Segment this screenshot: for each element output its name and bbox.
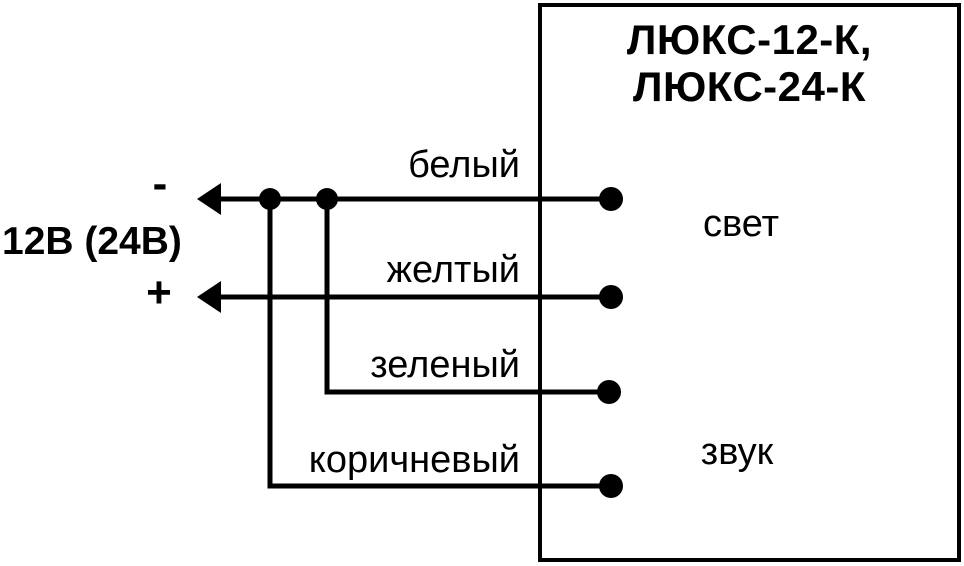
device-title-line1: ЛЮКС-12-К, <box>626 16 873 63</box>
wire-label-brown: коричневый <box>308 439 520 481</box>
terminal-dot-green <box>597 380 621 404</box>
device-title-line2: ЛЮКС-24-К <box>632 63 867 110</box>
junction-dot-brown-white <box>259 188 281 210</box>
plus-arrow-icon <box>197 281 221 313</box>
output-label-sound: звук <box>700 431 774 473</box>
terminal-dot-white <box>599 187 623 211</box>
device-box-outline <box>538 3 961 562</box>
device-title: ЛЮКС-12-К, ЛЮКС-24-К <box>540 16 959 110</box>
minus-arrow-icon <box>197 183 221 215</box>
wire-label-green: зеленый <box>370 344 520 386</box>
power-minus-sign: - <box>152 159 168 208</box>
terminal-dot-yellow <box>599 285 623 309</box>
terminal-dot-brown <box>599 474 623 498</box>
power-voltage-label: 12В (24В) <box>2 220 182 263</box>
output-label-light: свет <box>702 203 780 245</box>
junction-dot-green-white <box>316 188 338 210</box>
power-plus-sign: + <box>146 268 172 317</box>
wire-brown-line <box>267 199 611 489</box>
wire-label-yellow: желтый <box>386 249 520 291</box>
wire-label-white: белый <box>408 144 520 186</box>
wire-green-line <box>324 199 609 395</box>
